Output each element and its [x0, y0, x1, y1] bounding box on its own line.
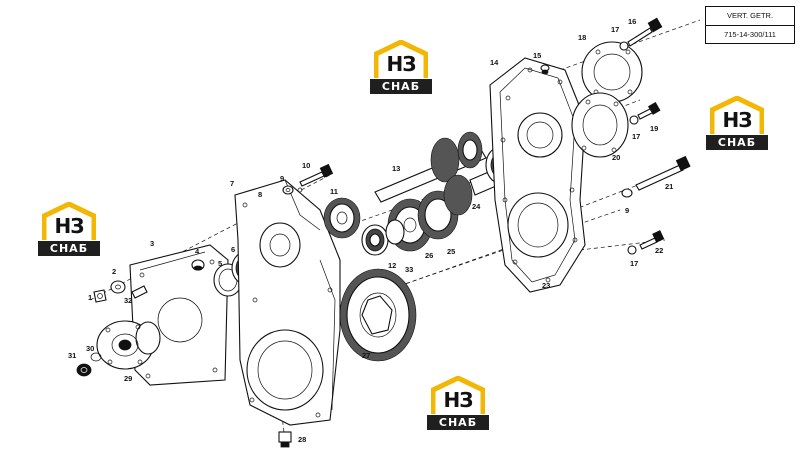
callout-9-right: 9	[625, 206, 629, 215]
house-outline-icon	[431, 376, 485, 414]
title-block-line-1: VERT. GETR.	[726, 11, 774, 20]
drain-plug-28-part	[278, 431, 292, 448]
bolt-22-part	[639, 230, 665, 250]
callout-22: 22	[655, 246, 663, 255]
callout-17-mid: 17	[632, 132, 640, 141]
bearing-12-part	[361, 224, 389, 256]
output-flange-part	[96, 320, 161, 370]
title-block-line-2: 715-14-300/111	[706, 25, 794, 43]
washer-17-lower-part	[627, 245, 637, 255]
callout-27: 27	[362, 351, 370, 360]
callout-19: 19	[650, 124, 658, 133]
house-outline-icon	[42, 202, 96, 240]
callout-2: 2	[112, 267, 116, 276]
callout-25: 25	[447, 247, 455, 256]
main-housing-part	[234, 179, 341, 426]
house-outline-icon	[710, 96, 764, 134]
washer-17-top-part	[619, 41, 629, 51]
bolt-19-part	[637, 101, 661, 120]
nut-1-part	[93, 289, 107, 303]
cover-20-part	[571, 92, 629, 158]
watermark-logo: НЗ СНАБ	[370, 38, 432, 102]
callout-15: 15	[533, 51, 541, 60]
bolt-10-part	[299, 163, 334, 187]
house-outline-icon	[374, 40, 428, 78]
callout-29: 29	[124, 374, 132, 383]
callout-28: 28	[298, 435, 306, 444]
callout-1: 1	[88, 293, 92, 302]
callout-12: 12	[388, 261, 396, 270]
callout-11: 11	[330, 187, 338, 196]
callout-17-lower: 17	[630, 259, 638, 268]
callout-4: 4	[195, 247, 200, 256]
cover-18-part	[581, 41, 643, 103]
washer-2-part	[110, 280, 126, 294]
callout-16: 16	[628, 17, 636, 26]
shaft-13-assembly-part	[374, 131, 515, 252]
callout-labels: 1 2 3 4 5 6 7 8 9 10 11 12 13 14 15 16 1…	[68, 17, 673, 444]
callout-23: 23	[542, 281, 550, 290]
watermark-logo: НЗ СНАБ	[38, 200, 100, 264]
callout-13: 13	[392, 164, 400, 173]
bolt-21-part	[635, 155, 691, 191]
stud-32-part	[131, 285, 148, 299]
callout-9-upper: 9	[280, 174, 284, 183]
callout-10: 10	[302, 161, 310, 170]
callout-18: 18	[578, 33, 586, 42]
watermark-logo: НЗ СНАБ	[706, 94, 768, 158]
callout-20: 20	[612, 153, 620, 162]
callout-24: 24	[472, 202, 481, 211]
washer-17-mid-part	[629, 115, 639, 125]
bolt-16-part	[627, 17, 663, 47]
callout-33: 33	[405, 265, 413, 274]
rear-housing-part	[489, 57, 586, 293]
callout-26: 26	[425, 251, 433, 260]
callout-6: 6	[231, 245, 235, 254]
o-ring-30-part	[90, 352, 102, 362]
callout-17-top: 17	[611, 25, 619, 34]
callout-21: 21	[665, 182, 673, 191]
washer-9-right-part	[621, 188, 633, 198]
callout-5: 5	[218, 259, 222, 268]
callout-7: 7	[230, 179, 234, 188]
callout-32: 32	[124, 296, 132, 305]
screw-15-part	[540, 64, 550, 75]
gear-11-part	[323, 197, 361, 239]
callout-14: 14	[490, 58, 499, 67]
plug-4-part	[191, 259, 205, 271]
gear-27-part	[339, 268, 417, 362]
title-block: VERT. GETR. 715-14-300/111	[705, 6, 795, 44]
callout-8: 8	[258, 190, 262, 199]
washer-9-upper-part	[282, 185, 294, 195]
callout-30: 30	[86, 344, 94, 353]
cover-plate-part	[129, 244, 229, 386]
watermark-logo: НЗ СНАБ	[427, 374, 489, 438]
nut-31-part	[76, 363, 92, 377]
callout-3: 3	[150, 239, 154, 248]
callout-31: 31	[68, 351, 76, 360]
